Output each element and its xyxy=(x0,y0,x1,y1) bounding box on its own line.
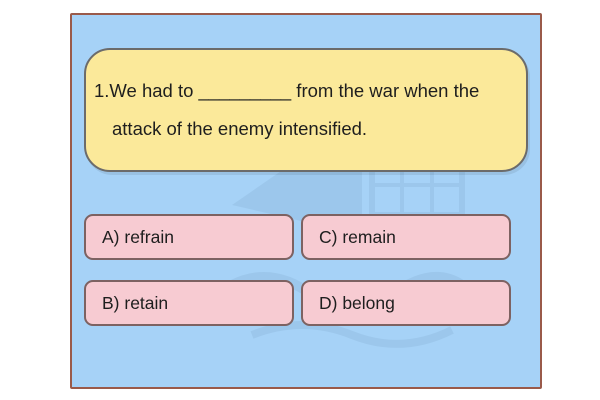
option-d-button[interactable]: D) belong xyxy=(301,280,511,326)
question-text-line-2: attack of the enemy intensified. xyxy=(112,118,368,139)
question-box: 1.We had to _________ from the war when … xyxy=(84,48,528,172)
option-a-button[interactable]: A) refrain xyxy=(84,214,294,260)
quiz-card: 1.We had to _________ from the war when … xyxy=(70,13,542,389)
option-c-button[interactable]: C) remain xyxy=(301,214,511,260)
option-b-button[interactable]: B) retain xyxy=(84,280,294,326)
question-text-line-1: 1.We had to _________ from the war when … xyxy=(94,80,480,101)
